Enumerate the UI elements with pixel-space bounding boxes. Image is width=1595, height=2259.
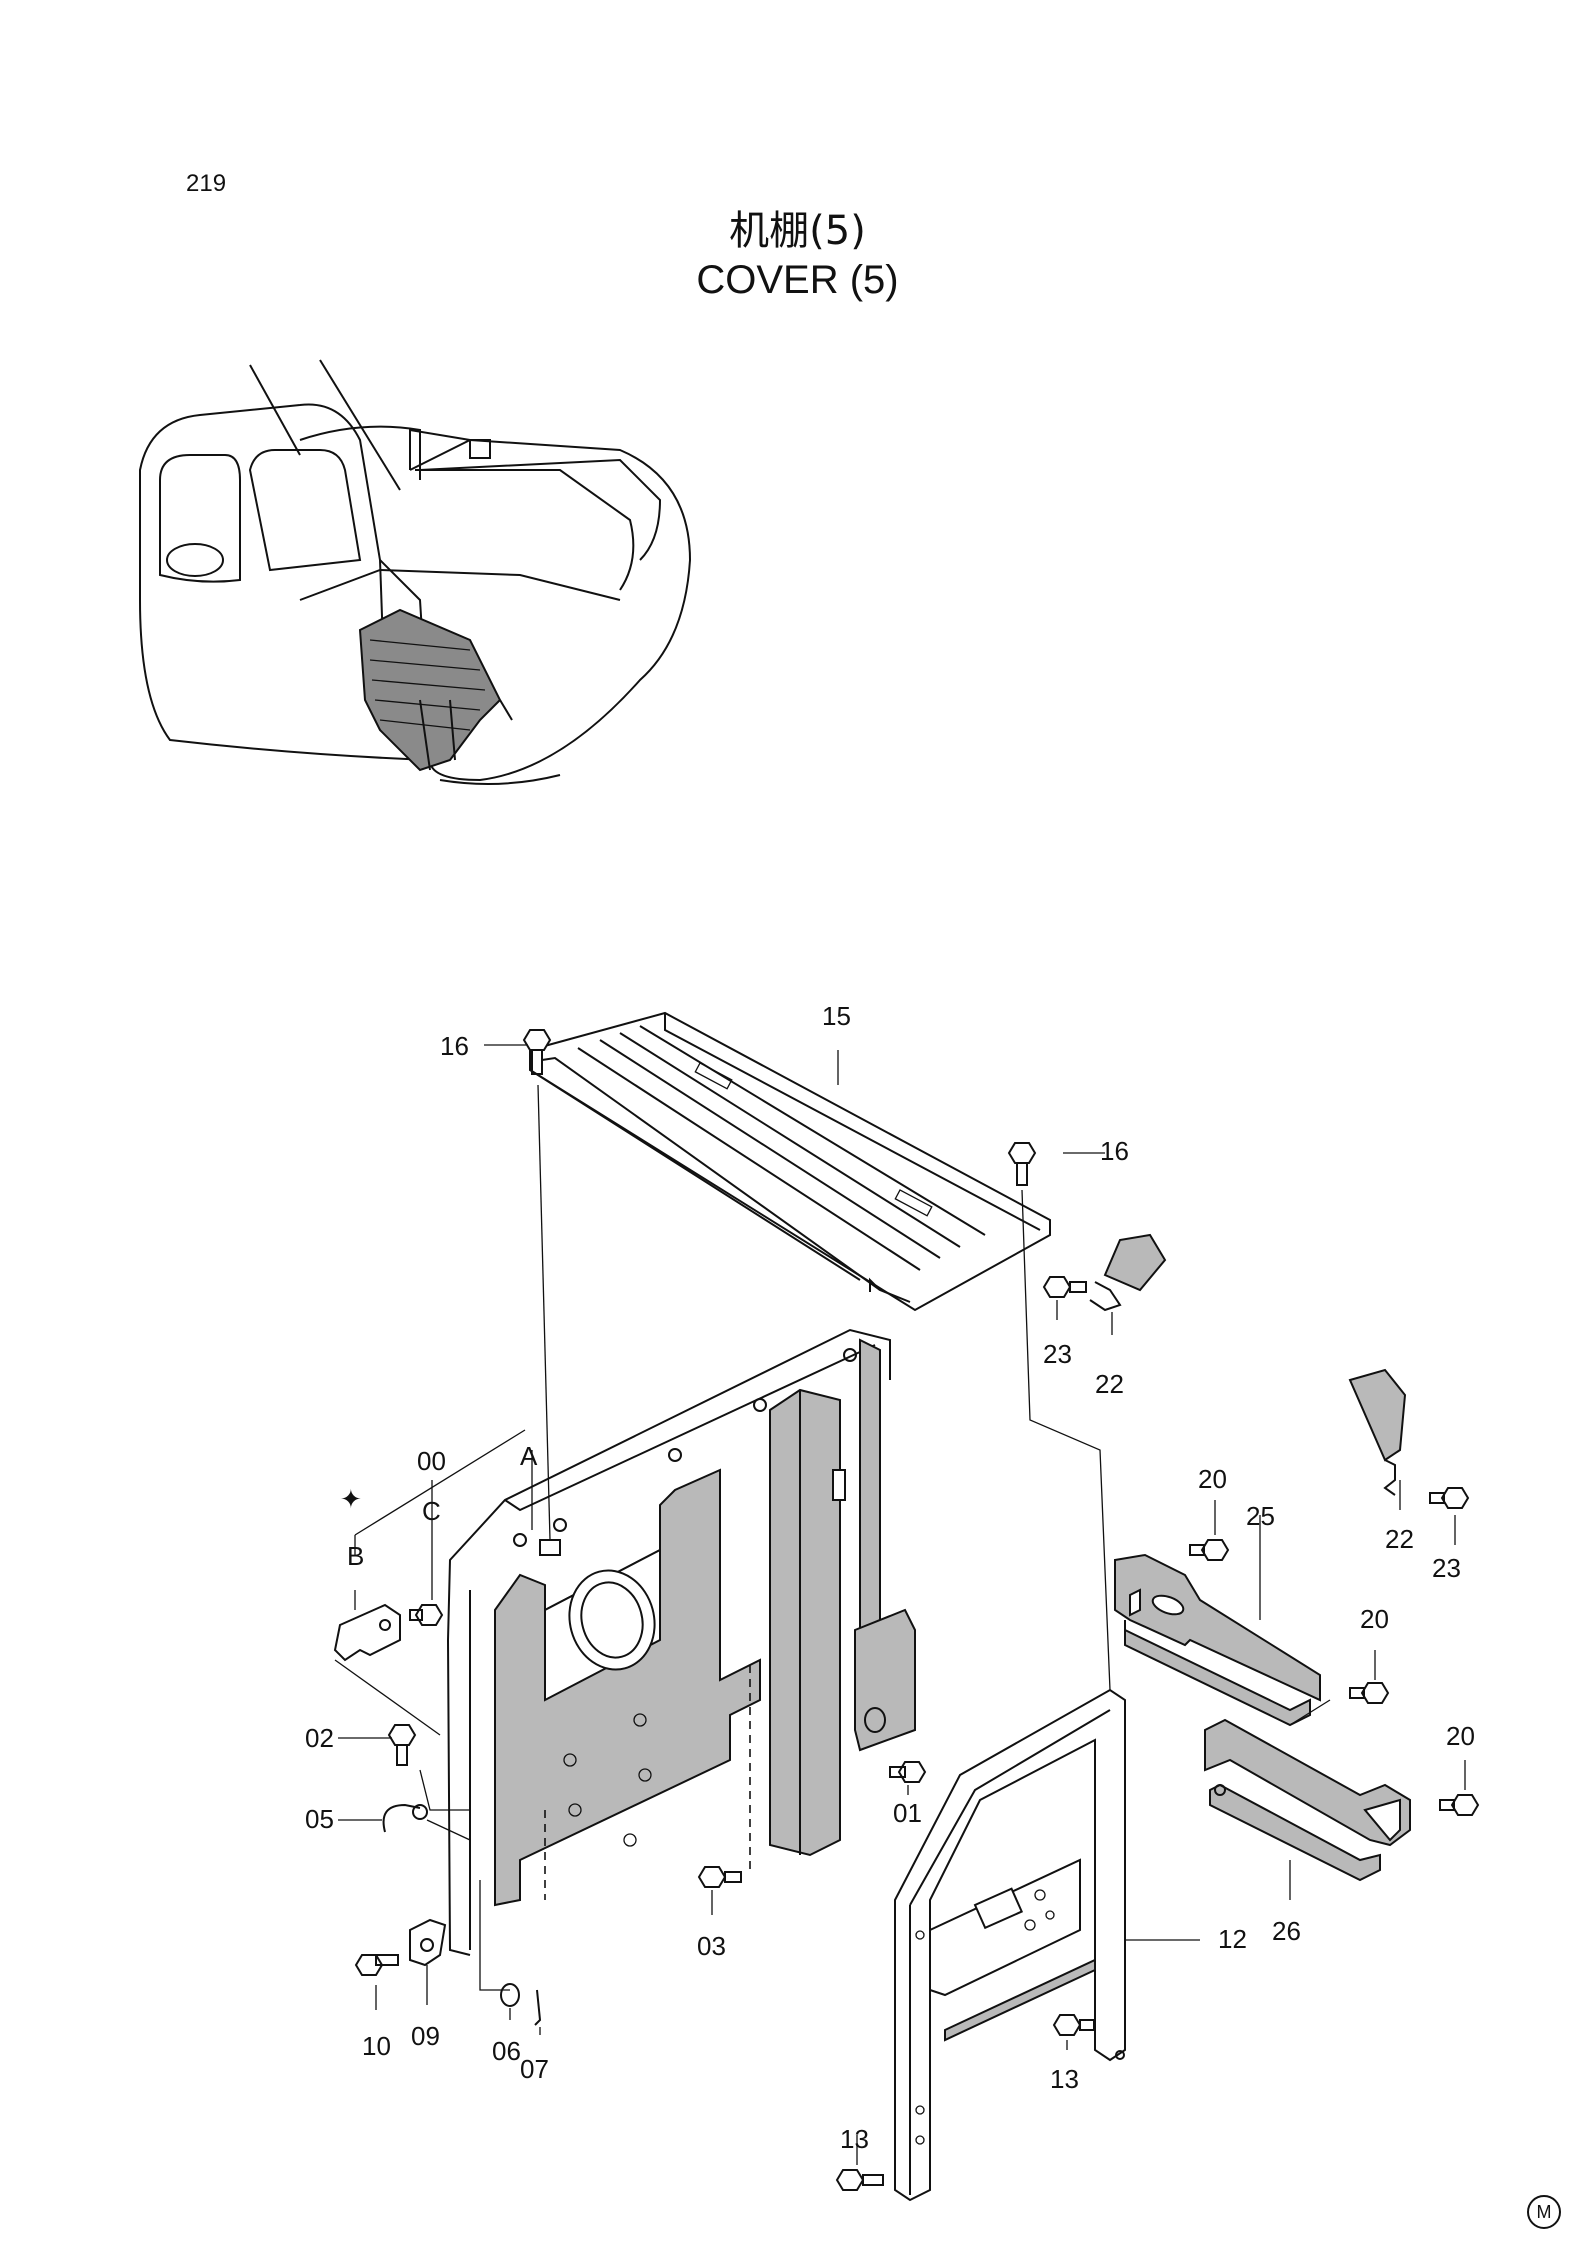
callout-22-upper: 22 — [1095, 1369, 1124, 1399]
part-00-side-panel-assembly — [447, 1328, 916, 1956]
callout-09: 09 — [411, 2021, 440, 2051]
excavator-overview-illustration — [139, 359, 692, 785]
part-13-bolt-upper — [1052, 2014, 1095, 2036]
part-c-bolt — [409, 1604, 444, 1626]
part-01-bolt — [889, 1761, 927, 1783]
part-26-bracket — [1204, 1718, 1411, 1882]
callout-16-right: 16 — [1100, 1136, 1129, 1166]
part-22-latch-lower — [1348, 1368, 1407, 1496]
callout-03: 03 — [697, 1931, 726, 1961]
callout-13-upper: 13 — [1050, 2064, 1079, 2094]
part-25-bracket — [1114, 1553, 1321, 1727]
callout-25: 25 — [1246, 1501, 1275, 1531]
callout-12: 12 — [1218, 1924, 1247, 1954]
title-english: COVER (5) — [696, 258, 899, 302]
callout-10: 10 — [362, 2031, 391, 2061]
part-06-washer — [500, 1983, 520, 2007]
part-22-latch-upper — [1089, 1233, 1167, 1312]
page-number: 219 — [186, 170, 227, 197]
callout-07: 07 — [520, 2054, 549, 2084]
callout-23-upper: 23 — [1043, 1339, 1072, 1369]
part-bracket-b — [333, 1603, 401, 1662]
assembly-labels: A B C ✦ — [340, 1441, 538, 1571]
callout-15: 15 — [822, 1001, 851, 1031]
callout-22-lower: 22 — [1385, 1524, 1414, 1554]
part-10-bolt — [354, 1954, 399, 1976]
highlighted-cover-location — [358, 608, 513, 772]
footer-mark: M — [1527, 2195, 1561, 2229]
assembly-label-b: B — [347, 1541, 364, 1571]
part-02-bolt — [387, 1724, 417, 1766]
part-09-hinge — [409, 1918, 447, 1967]
callout-20-b: 20 — [1360, 1604, 1389, 1634]
part-07-pin — [534, 1989, 542, 2026]
part-03-bolt — [697, 1866, 742, 1888]
callout-26: 26 — [1272, 1916, 1301, 1946]
part-12-frame — [894, 1688, 1126, 2202]
part-16-bolt-right — [1007, 1142, 1037, 1186]
callout-20-a: 20 — [1198, 1464, 1227, 1494]
part-callouts: 16 15 16 23 22 00 20 25 22 23 20 20 02 0… — [305, 1001, 1475, 2154]
star-mark: ✦ — [340, 1484, 362, 1514]
part-13-bolt-lower — [835, 2169, 884, 2191]
callout-23-lower: 23 — [1432, 1553, 1461, 1583]
part-23-bolt-lower — [1429, 1487, 1470, 1509]
leader-lines — [334, 1044, 1466, 2165]
title-chinese: 机棚(5) — [729, 208, 866, 254]
callout-01: 01 — [893, 1798, 922, 1828]
callout-13-lower: 13 — [840, 2124, 869, 2154]
part-23-bolt-upper — [1042, 1276, 1087, 1298]
callout-20-c: 20 — [1446, 1721, 1475, 1751]
part-05-pin — [382, 1803, 428, 1833]
callout-02: 02 — [305, 1723, 334, 1753]
part-16-bolt-left — [522, 1029, 552, 1075]
part-20-bolt-a — [1189, 1539, 1230, 1561]
callout-00: 00 — [417, 1446, 446, 1476]
part-15-grille-cover — [529, 1011, 1051, 1312]
part-20-bolt-c — [1439, 1794, 1480, 1816]
callout-16-left: 16 — [440, 1031, 469, 1061]
callout-06: 06 — [492, 2036, 521, 2066]
assembly-label-a: A — [520, 1441, 538, 1471]
callout-05: 05 — [305, 1804, 334, 1834]
part-20-bolt-b — [1349, 1682, 1390, 1704]
assembly-label-c: C — [422, 1496, 441, 1526]
